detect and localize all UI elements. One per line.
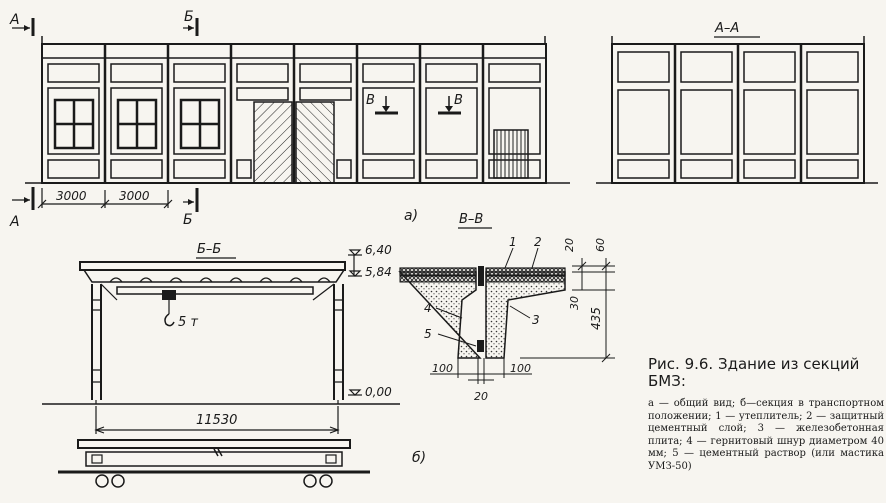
section-title-b-b: Б–Б — [197, 242, 221, 257]
callout-2: 2 — [534, 235, 542, 249]
transport-car-drawing — [58, 439, 370, 488]
callout-1: 1 — [509, 235, 517, 249]
dimension-20-bottom: 20 — [474, 390, 488, 403]
dimension-60: 60 — [594, 238, 607, 252]
dimension-435: 435 — [589, 307, 603, 330]
level-crane: 5,84 — [365, 265, 392, 279]
level-top: 6,40 — [365, 243, 392, 257]
caption-title: Рис. 9.6. Здание из секций БМЗ: — [648, 355, 860, 390]
front-elevation — [12, 18, 570, 212]
dimension-30: 30 — [568, 296, 581, 310]
level-floor: 0,00 — [365, 385, 392, 399]
section-marker-a-bottom: А — [9, 214, 20, 230]
callout-3: 3 — [532, 313, 540, 327]
section-marker-v-2: В — [454, 93, 463, 108]
crane-capacity: 5 т — [178, 315, 198, 330]
dimension-span: 11530 — [196, 413, 237, 428]
figure-caption: Рис. 9.6. Здание из секций БМЗ: а — общи… — [648, 356, 884, 473]
part-label-a: а) — [404, 208, 418, 224]
dimension-100-left: 100 — [432, 362, 453, 375]
dimension-100-right: 100 — [510, 362, 531, 375]
section-title-v-v: В–В — [459, 212, 483, 227]
part-label-b: б) — [412, 450, 426, 466]
section-title-a-a: А–А — [714, 21, 739, 36]
section-marker-a-top: А — [9, 12, 20, 28]
section-marker-b-bottom: Б — [183, 212, 193, 228]
callout-4: 4 — [424, 301, 432, 315]
section-b-b-drawing — [42, 249, 400, 434]
section-marker-v-1: В — [366, 93, 375, 108]
callout-5: 5 — [424, 327, 432, 341]
detail-v-v-drawing — [398, 227, 615, 384]
section-a-a-elevation — [596, 36, 878, 184]
dimension-bay-2: 3000 — [119, 189, 150, 203]
dimension-20-top: 20 — [563, 238, 576, 252]
dimension-bay-1: 3000 — [56, 189, 87, 203]
caption-body: а — общий вид; б—секция в транспортном п… — [648, 398, 884, 472]
section-marker-b-top: Б — [184, 9, 194, 25]
